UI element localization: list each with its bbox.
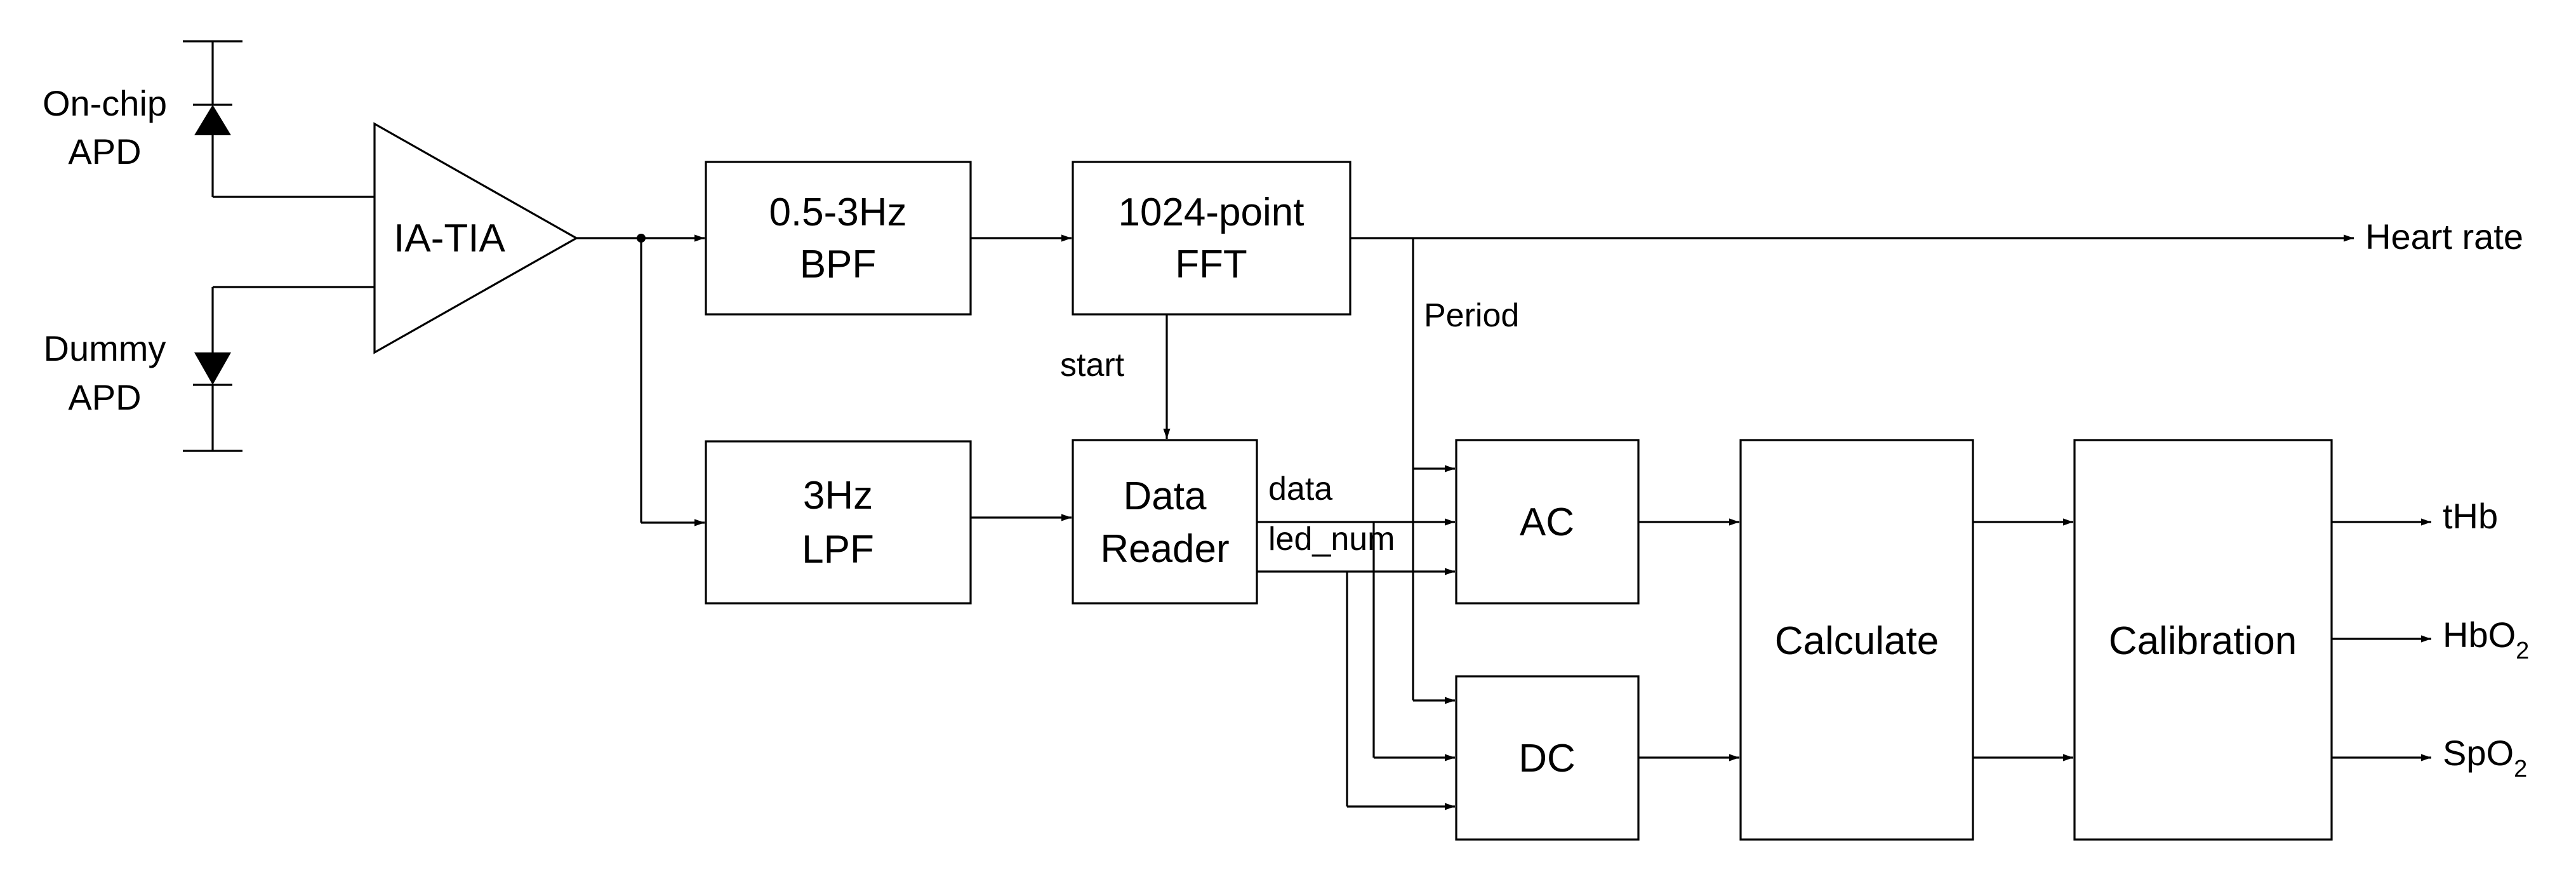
onchip-apd <box>183 40 375 198</box>
bpf-label-2: BPF <box>800 243 877 286</box>
dc-label: DC <box>1518 737 1576 780</box>
bpf-block <box>705 161 972 316</box>
dc-block <box>1455 675 1640 841</box>
led-num-signal-label: led_num <box>1268 521 1395 558</box>
hbo2-output: HbO2 <box>2443 615 2529 664</box>
fft-label-1: 1024-point <box>1118 191 1304 234</box>
lpf-label-1: 3Hz <box>803 474 873 518</box>
onchip-apd-label-2: APD <box>68 131 141 171</box>
lpf-block <box>705 440 972 605</box>
hbo2-output-main: HbO <box>2443 615 2516 655</box>
amplifier-triangle <box>373 122 579 354</box>
onchip-apd-symbol <box>194 105 231 135</box>
fft-label-2: FFT <box>1175 243 1247 286</box>
spo2-output-main: SpO <box>2443 733 2514 773</box>
start-signal-label: start <box>1060 347 1125 384</box>
data-reader-label-2: Reader <box>1100 527 1229 571</box>
heart-rate-output: Heart rate <box>2365 217 2523 257</box>
ac-label: AC <box>1520 500 1574 544</box>
data-signal-label: data <box>1268 471 1332 507</box>
spo2-output-subscript: 2 <box>2514 756 2527 782</box>
dummy-apd <box>183 286 375 452</box>
data-reader-label-1: Data <box>1124 474 1207 518</box>
period-signal-label: Period <box>1424 297 1519 334</box>
dummy-apd-label-1: Dummy <box>44 328 166 368</box>
ac-block <box>1455 439 1640 605</box>
calculate-block <box>1739 439 1974 841</box>
hbo2-output-subscript: 2 <box>2516 638 2529 664</box>
onchip-apd-label-1: On-chip <box>43 83 167 123</box>
fft-block <box>1072 161 1351 316</box>
calibration-block <box>2073 439 2333 841</box>
amplifier-label: IA-TIA <box>394 217 505 260</box>
dummy-apd-symbol <box>194 352 231 385</box>
thb-output: tHb <box>2443 496 2498 536</box>
lpf-label-2: LPF <box>802 528 874 572</box>
dummy-apd-label-2: APD <box>68 377 141 417</box>
calculate-label: Calculate <box>1775 619 1939 663</box>
calibration-label: Calibration <box>2109 619 2297 663</box>
spo2-output: SpO2 <box>2443 733 2527 782</box>
data-reader-block <box>1072 439 1258 605</box>
bpf-label-1: 0.5-3Hz <box>769 191 906 234</box>
